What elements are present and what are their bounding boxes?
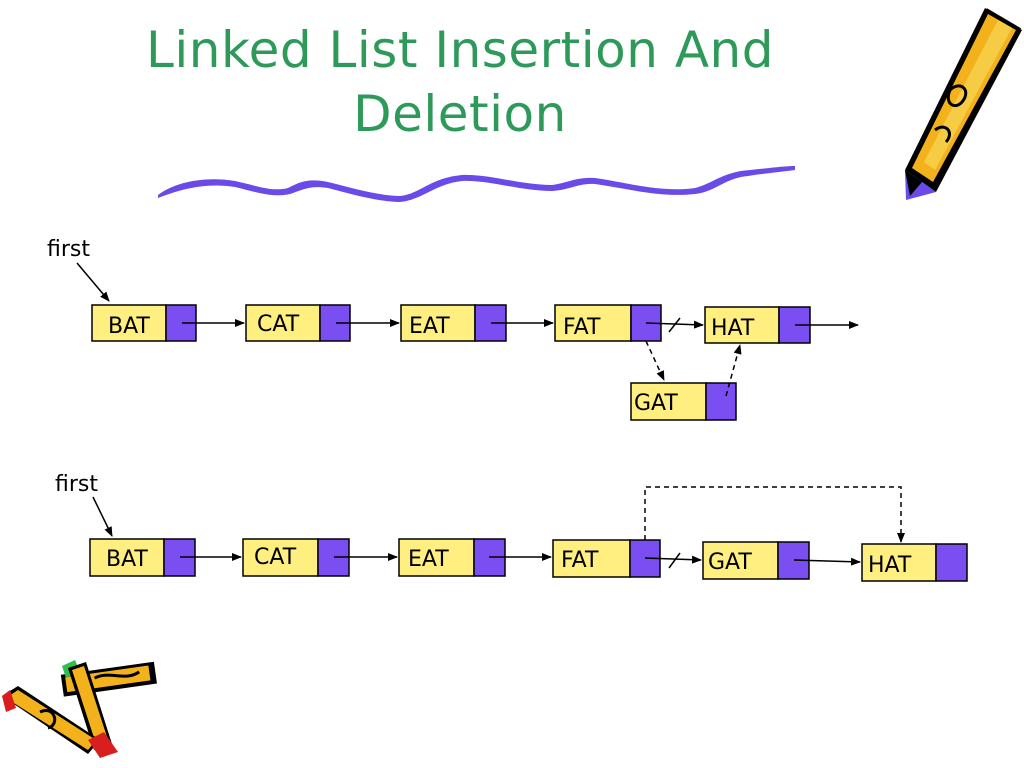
node-label: HAT (711, 316, 755, 341)
node-label: CAT (257, 312, 300, 337)
node-label: GAT (634, 391, 678, 416)
first-label-insertion: first (47, 237, 90, 262)
node-label: GAT (708, 550, 752, 575)
first-pointer-deletion (92, 496, 113, 537)
list-node: FAT (552, 539, 661, 578)
title-underline-squiggle (158, 166, 795, 202)
list-node: CAT (245, 304, 351, 342)
first-pointer-insertion (76, 262, 110, 302)
slide-title-line2: Deletion (353, 85, 567, 143)
list-node: CAT (242, 538, 350, 577)
node-label: EAT (409, 314, 450, 339)
node-label: BAT (108, 314, 150, 339)
deleted-node: GAT (702, 541, 810, 580)
node-label: CAT (254, 545, 297, 570)
slide-title-line1: Linked List Insertion And (146, 21, 774, 79)
slide-title: Linked List Insertion And Deletion (60, 18, 860, 146)
first-label-deletion: first (55, 472, 98, 497)
pencils-icon (2, 660, 157, 758)
inserted-node: GAT (630, 382, 737, 421)
list-node: FAT (554, 304, 662, 342)
link-arrows-insertion (182, 317, 859, 397)
list-node: HAT (704, 306, 811, 344)
pencil-icon (905, 8, 1022, 200)
list-node: HAT (861, 543, 968, 582)
node-label: BAT (106, 547, 148, 572)
list-node: EAT (400, 304, 507, 342)
node-label: FAT (561, 548, 599, 573)
list-node: BAT (89, 538, 196, 577)
link-arrows-deletion (180, 486, 905, 569)
node-label: HAT (868, 553, 912, 578)
list-node: BAT (91, 304, 197, 342)
node-label: FAT (563, 315, 601, 340)
node-label: EAT (408, 547, 449, 572)
